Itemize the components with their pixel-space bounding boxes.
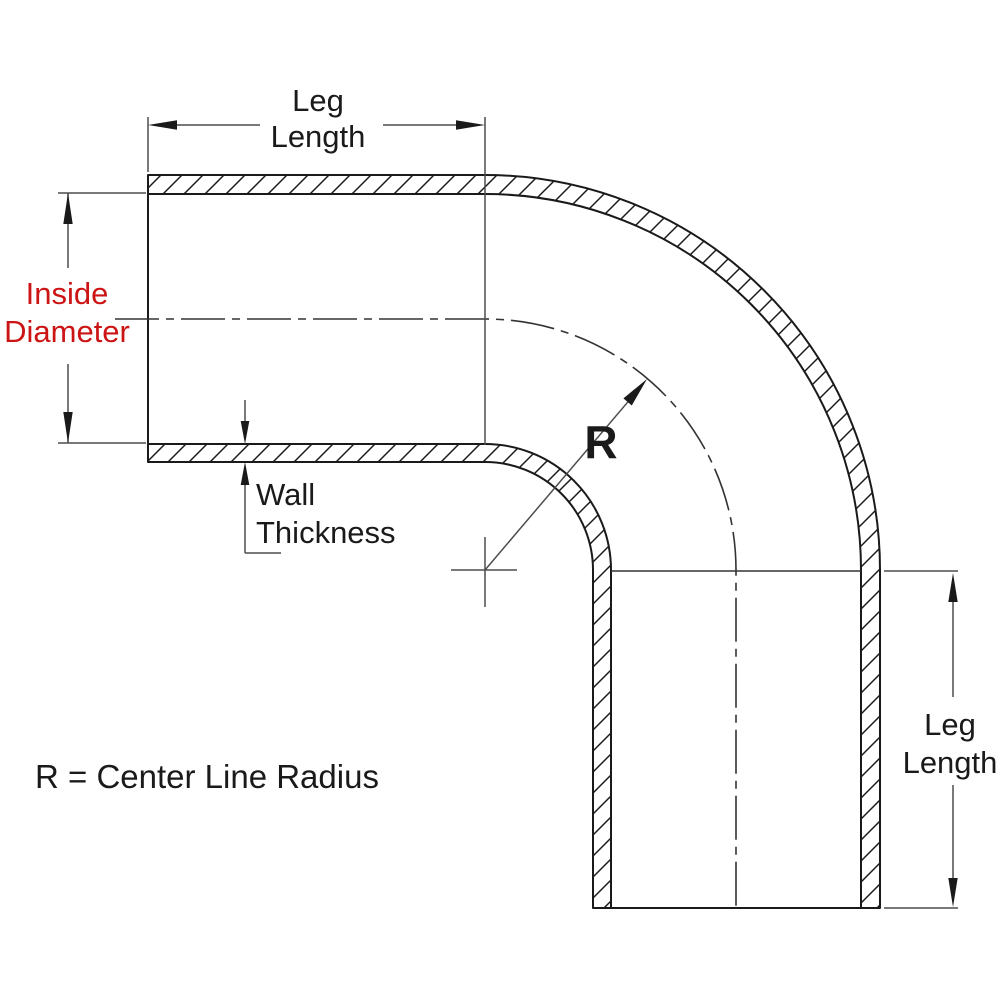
wall-thickness-arrow-down [240, 421, 250, 444]
tube-body [147, 174, 881, 909]
top-leg-length-line1: Leg [292, 83, 344, 118]
top-leg-arrow-right [456, 120, 485, 130]
inside-diameter-line1: Inside [25, 276, 109, 311]
inside-diameter-label: Inside Diameter [0, 275, 134, 351]
inside-diameter-line2: Diameter [4, 314, 130, 349]
radius-leader-line [484, 389, 639, 571]
centerline-radius-legend: R = Center Line Radius [35, 758, 379, 795]
right-leg-length-label: Leg Length [870, 706, 1000, 782]
inside-diameter-arrow-up [63, 193, 73, 224]
wall-thickness-line1: Wall [256, 477, 316, 512]
inside-diameter-ext [58, 192, 146, 444]
centerline [115, 318, 737, 908]
dimension-lines [58, 117, 958, 909]
wall-thickness-leader [244, 400, 281, 554]
radius-symbol-label: R [584, 416, 618, 468]
radius-arrowhead [623, 379, 647, 406]
right-leg-ext [884, 570, 958, 909]
inside-diameter-arrow-down [63, 412, 73, 443]
top-leg-length-label: Leg Length [238, 83, 398, 155]
center-mark-cross [451, 537, 517, 607]
top-leg-length-line2: Length [270, 119, 366, 154]
right-leg-arrow-up [948, 573, 958, 602]
right-leg-arrow-down [948, 878, 958, 907]
wall-thickness-line2: Thickness [256, 515, 396, 550]
right-leg-length-line1: Leg [924, 707, 976, 742]
top-leg-arrow-left [148, 120, 177, 130]
wall-thickness-arrow-up [240, 462, 250, 485]
wall-thickness-label: Wall Thickness [256, 476, 396, 552]
right-leg-length-line2: Length [902, 745, 998, 780]
arrowheads [63, 120, 958, 907]
